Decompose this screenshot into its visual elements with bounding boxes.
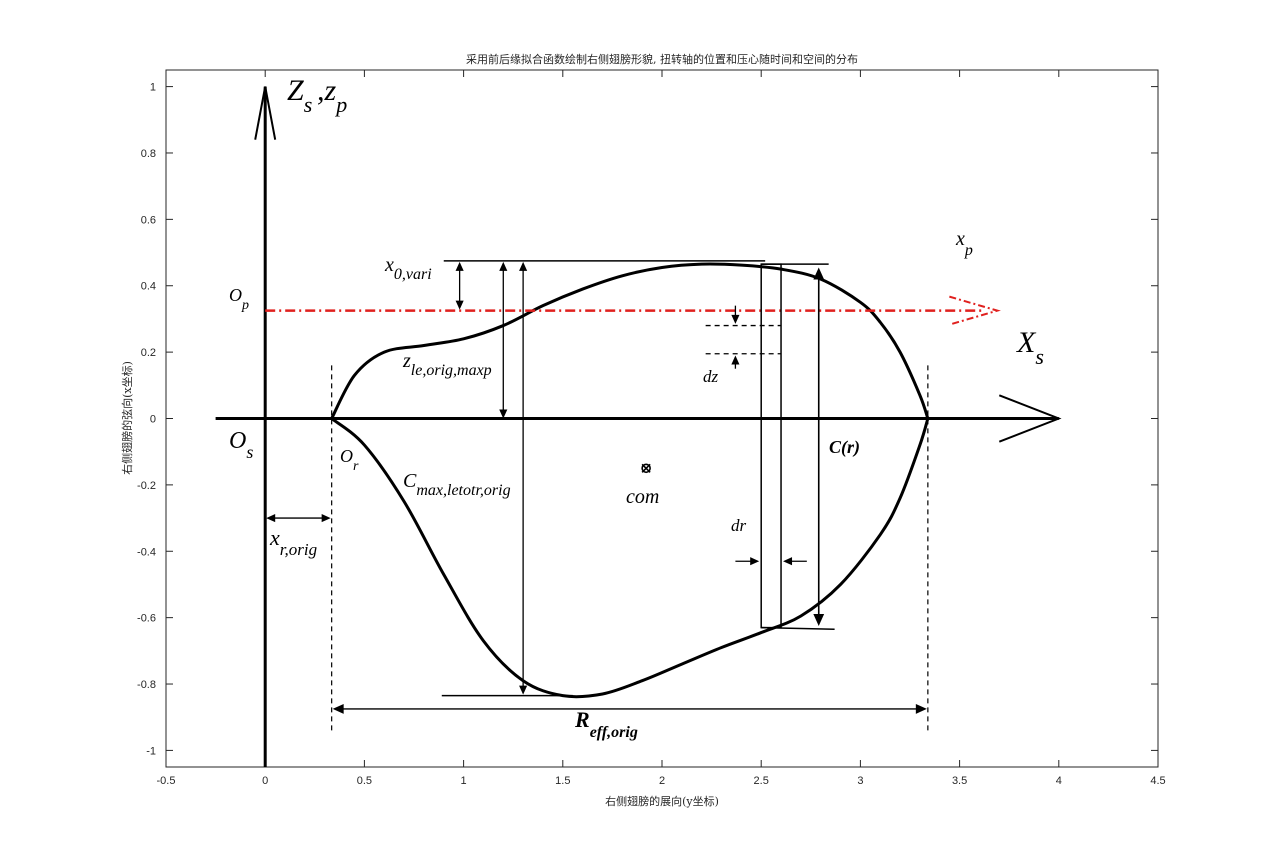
- xr-label-main: x: [269, 525, 280, 550]
- trailing-edge-curve: [330, 417, 930, 699]
- xr-label-sub: r,orig: [280, 540, 317, 559]
- x-tick-label: 2: [659, 775, 665, 787]
- reff-arrowhead-left: [332, 703, 344, 714]
- y-ticks: -1 -0.8 -0.6 -0.4 -0.2 0 0.2 0.4 0.6 0.8 1: [137, 82, 1158, 757]
- xr-arrowhead-left: [266, 514, 276, 523]
- xs-axis-label: Xs: [1016, 326, 1044, 369]
- x0-label-sub: 0,vari: [394, 266, 432, 283]
- x-tick-label: 1.5: [555, 775, 570, 787]
- cmax-label: Cmax,letotr,orig: [403, 470, 511, 499]
- reff-label: Reff,orig: [574, 707, 638, 741]
- x-tick-label: 0: [262, 775, 268, 787]
- y-tick-label: -0.8: [137, 679, 156, 691]
- cmax-label-sub: max,letotr,orig: [416, 482, 510, 499]
- zp-axis-label-sub: p: [334, 92, 347, 117]
- xp-label-main: x: [955, 228, 965, 250]
- op-label-sub: p: [241, 298, 249, 313]
- leading-edge-curve: [330, 262, 930, 420]
- x-tick-label: 4: [1056, 775, 1062, 787]
- y-tick-label: 0.6: [141, 214, 156, 226]
- zs-axis-label-main: Z: [287, 74, 304, 107]
- xr-label: xr,orig: [269, 525, 317, 559]
- op-label-main: O: [229, 285, 242, 305]
- xs-axis-arrowhead: [998, 394, 1062, 443]
- cmax-arrowhead-down: [519, 685, 528, 695]
- cmax-label-main: C: [403, 470, 417, 492]
- zle-label-main: z: [402, 350, 411, 372]
- com-label: com: [626, 486, 659, 508]
- cmax-arrowhead-up: [519, 261, 528, 271]
- zs-axis-arrowhead: [254, 86, 277, 140]
- x0-label-main: x: [384, 254, 394, 276]
- y-tick-label: -0.4: [137, 546, 156, 558]
- x-tick-label: 1: [461, 775, 467, 787]
- y-tick-label: 1: [150, 82, 156, 94]
- xp-label: xp: [955, 228, 973, 259]
- cr-arrowhead-up: [813, 267, 825, 280]
- zs-axis-label-sub: s: [304, 92, 313, 117]
- zle-label-sub: le,orig,maxp: [411, 362, 492, 379]
- reff-label-main: R: [574, 707, 590, 732]
- x-ticks: -0.5 0 0.5 1 1.5 2 2.5 3 3.5 4 4.5: [157, 70, 1166, 787]
- zp-axis-label-main: ,z: [317, 74, 337, 107]
- or-label-sub: r: [353, 459, 359, 474]
- x0-label: x0,vari: [384, 254, 432, 283]
- strip-bottom-line: [761, 626, 835, 631]
- os-label: Os: [229, 428, 253, 462]
- dz-arrowhead-bottom: [731, 355, 740, 365]
- xs-axis-label-main: X: [1016, 326, 1037, 359]
- y-tick-label: -1: [146, 745, 156, 757]
- com-marker-cross-b: [641, 463, 651, 473]
- y-tick-label: 0.2: [141, 347, 156, 359]
- chart-title: 采用前后缘拟合函数绘制右侧翅膀形貌, 扭转轴的位置和压心随时间和空间的分布: [466, 52, 858, 66]
- x-axis-label: 右侧翅膀的展向(y坐标): [605, 794, 719, 808]
- xp-label-sub: p: [964, 242, 973, 259]
- zle-arrowhead-down: [499, 409, 508, 419]
- dr-arrowhead-left: [750, 557, 760, 566]
- xr-arrowhead-right: [321, 514, 331, 523]
- dr-arrowhead-right: [783, 557, 793, 566]
- os-label-main: O: [229, 428, 246, 454]
- y-tick-label: -0.6: [137, 613, 156, 625]
- zp-axis-label: ,zp: [317, 74, 347, 117]
- or-label-main: O: [340, 446, 353, 466]
- y-tick-label: 0.4: [141, 281, 156, 293]
- y-tick-label: -0.2: [137, 480, 156, 492]
- x-tick-label: -0.5: [157, 775, 176, 787]
- reff-label-sub: eff,orig: [590, 724, 638, 741]
- x-tick-label: 0.5: [357, 775, 372, 787]
- pitch-axis-arrowhead: [949, 295, 1001, 326]
- os-label-sub: s: [246, 442, 253, 462]
- or-label: Or: [340, 446, 359, 474]
- op-label: Op: [229, 285, 249, 313]
- x-tick-label: 3.5: [952, 775, 967, 787]
- dr-label: dr: [731, 516, 747, 535]
- xs-axis-label-sub: s: [1035, 344, 1044, 369]
- dz-arrowhead-top: [731, 314, 740, 324]
- dz-label: dz: [703, 367, 719, 386]
- cr-label: C(r): [829, 437, 860, 458]
- zs-axis-label: Zs: [287, 74, 312, 117]
- x-tick-label: 3: [857, 775, 863, 787]
- plot-area: [215, 86, 1062, 767]
- x-tick-label: 2.5: [754, 775, 769, 787]
- y-tick-label: 0.8: [141, 148, 156, 160]
- x0-arrowhead-down: [455, 300, 464, 310]
- y-axis-label: 右侧翅膀的弦向(x坐标): [120, 361, 134, 475]
- y-tick-label: 0: [150, 414, 156, 426]
- reff-arrowhead-right: [915, 703, 927, 714]
- cr-arrowhead-down: [813, 613, 825, 626]
- x0-arrowhead-up: [455, 261, 464, 271]
- com-marker-circle: [641, 463, 651, 474]
- zle-label: zle,orig,maxp: [402, 350, 492, 379]
- zle-arrowhead-up: [499, 261, 508, 271]
- x-tick-label: 4.5: [1150, 775, 1165, 787]
